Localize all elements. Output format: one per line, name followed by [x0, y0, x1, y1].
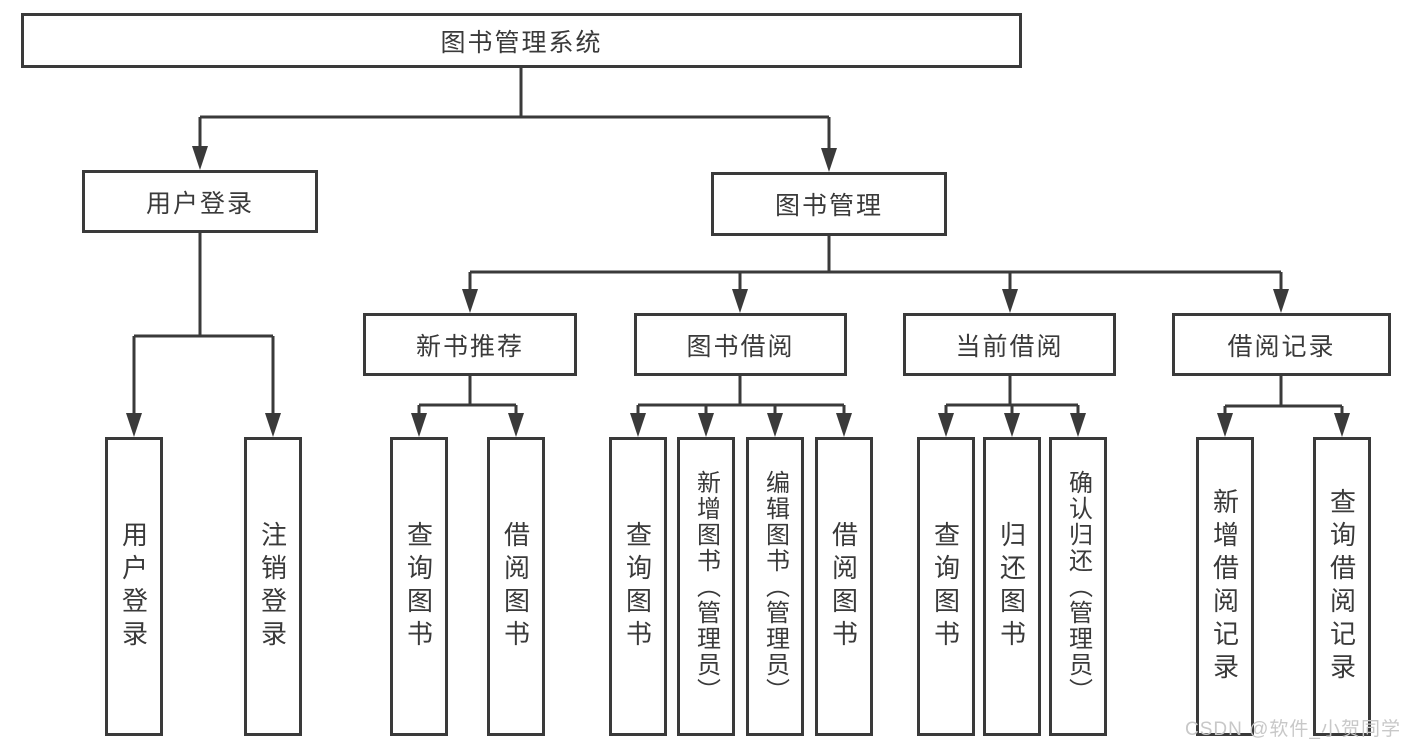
leaf-confirm-return-admin: 确认归还（管理员）	[1049, 437, 1107, 736]
node-borrow-records: 借阅记录	[1172, 313, 1391, 376]
connector-borrow-record-branch	[1217, 376, 1350, 437]
node-new-book-recommend: 新书推荐	[363, 313, 577, 376]
leaf-query-books-recommend: 查询图书	[390, 437, 448, 736]
csdn-watermark: CSDN @软件_小贺同学	[1185, 719, 1401, 740]
node-current-borrow: 当前借阅	[903, 313, 1116, 376]
leaf-add-borrow-record: 新增借阅记录	[1196, 437, 1254, 736]
leaf-add-books-admin: 新增图书（管理员）	[677, 437, 735, 736]
connector-root-to-level2	[192, 68, 837, 172]
leaf-query-borrow-record: 查询借阅记录	[1313, 437, 1371, 736]
leaf-query-books-borrow: 查询图书	[609, 437, 667, 736]
leaf-logout: 注销登录	[244, 437, 302, 736]
leaf-user-login: 用户登录	[105, 437, 163, 736]
connector-book-mgmt-to-level3	[462, 236, 1289, 313]
connector-user-login-branch	[126, 233, 281, 437]
connector-book-borrow-branch	[630, 376, 852, 437]
leaf-edit-books-admin: 编辑图书（管理员）	[746, 437, 804, 736]
leaf-borrow-books: 借阅图书	[815, 437, 873, 736]
node-book-management: 图书管理	[711, 172, 947, 236]
leaf-borrow-books-recommend: 借阅图书	[487, 437, 545, 736]
node-book-borrow: 图书借阅	[634, 313, 847, 376]
connector-new-book-branch	[411, 376, 524, 437]
leaf-query-books-current: 查询图书	[917, 437, 975, 736]
node-root-system: 图书管理系统	[21, 13, 1022, 68]
leaf-return-books: 归还图书	[983, 437, 1041, 736]
node-user-login: 用户登录	[82, 170, 318, 233]
connector-current-borrow-branch	[938, 376, 1086, 437]
